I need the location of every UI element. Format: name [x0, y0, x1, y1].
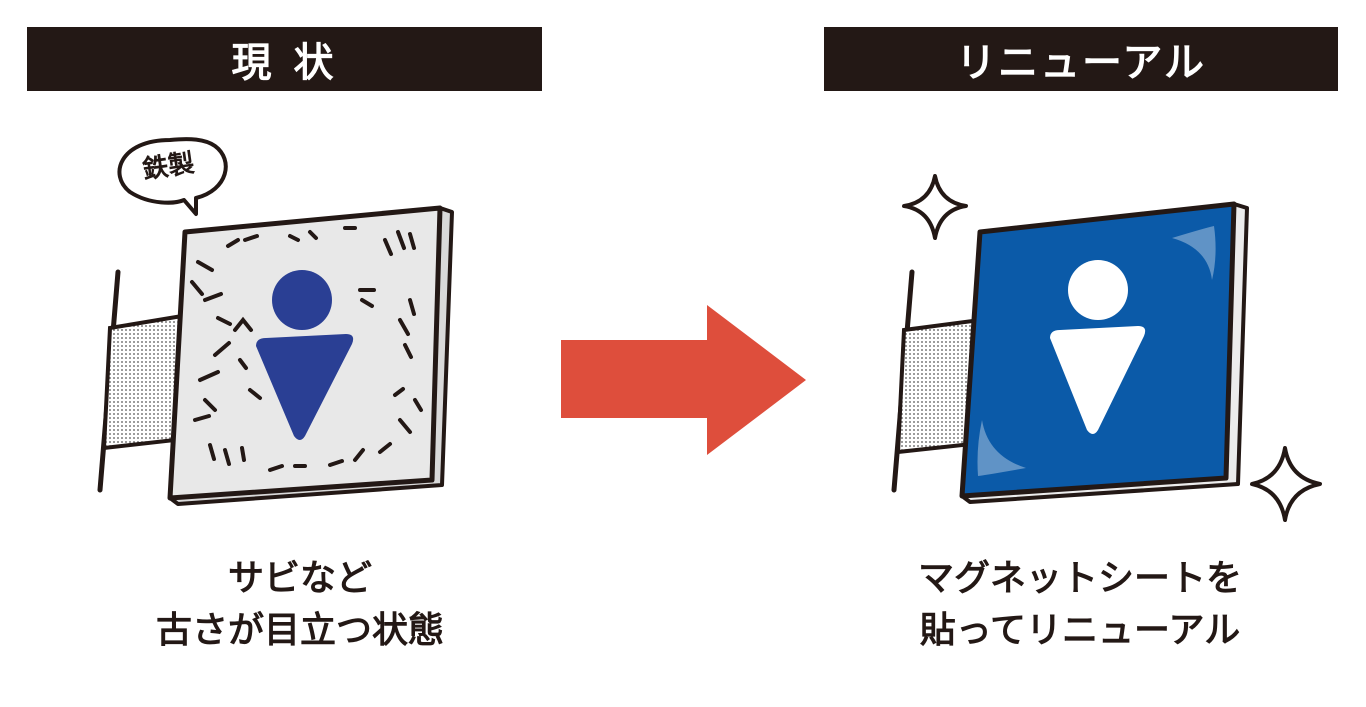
new-sign-illustration	[891, 174, 1322, 522]
current-state-caption: サビなど 古さが目立つ状態	[60, 553, 540, 657]
new-figure-body	[1050, 326, 1146, 434]
gloss-top-right	[1172, 226, 1216, 280]
left-bracket	[101, 313, 185, 451]
gloss-bottom-left	[977, 420, 1026, 476]
renewal-caption-line2: 貼ってリニューアル	[919, 610, 1241, 651]
current-state-caption-line1: サビなど	[227, 558, 372, 599]
new-figure-head	[1068, 260, 1128, 320]
speech-bubble	[117, 137, 228, 216]
current-state-header-label: 現 状	[231, 40, 338, 86]
current-state-caption-line2: 古さが目立つ状態	[155, 610, 444, 651]
sparkle-icon	[1250, 446, 1322, 522]
current-state-header: 現 状	[27, 27, 542, 91]
renewal-header-label: リニューアル	[956, 40, 1206, 86]
right-arrow-icon	[561, 305, 806, 455]
renewal-caption-line1: マグネットシートを	[917, 558, 1242, 599]
rust-marks	[190, 226, 423, 472]
old-figure-body	[256, 334, 354, 440]
renewal-caption: マグネットシートを 貼ってリニューアル	[830, 553, 1330, 657]
sparkle-icon	[902, 174, 968, 240]
renewal-header: リニューアル	[824, 27, 1338, 91]
old-figure-head	[272, 270, 332, 330]
old-sign-illustration	[97, 137, 454, 506]
